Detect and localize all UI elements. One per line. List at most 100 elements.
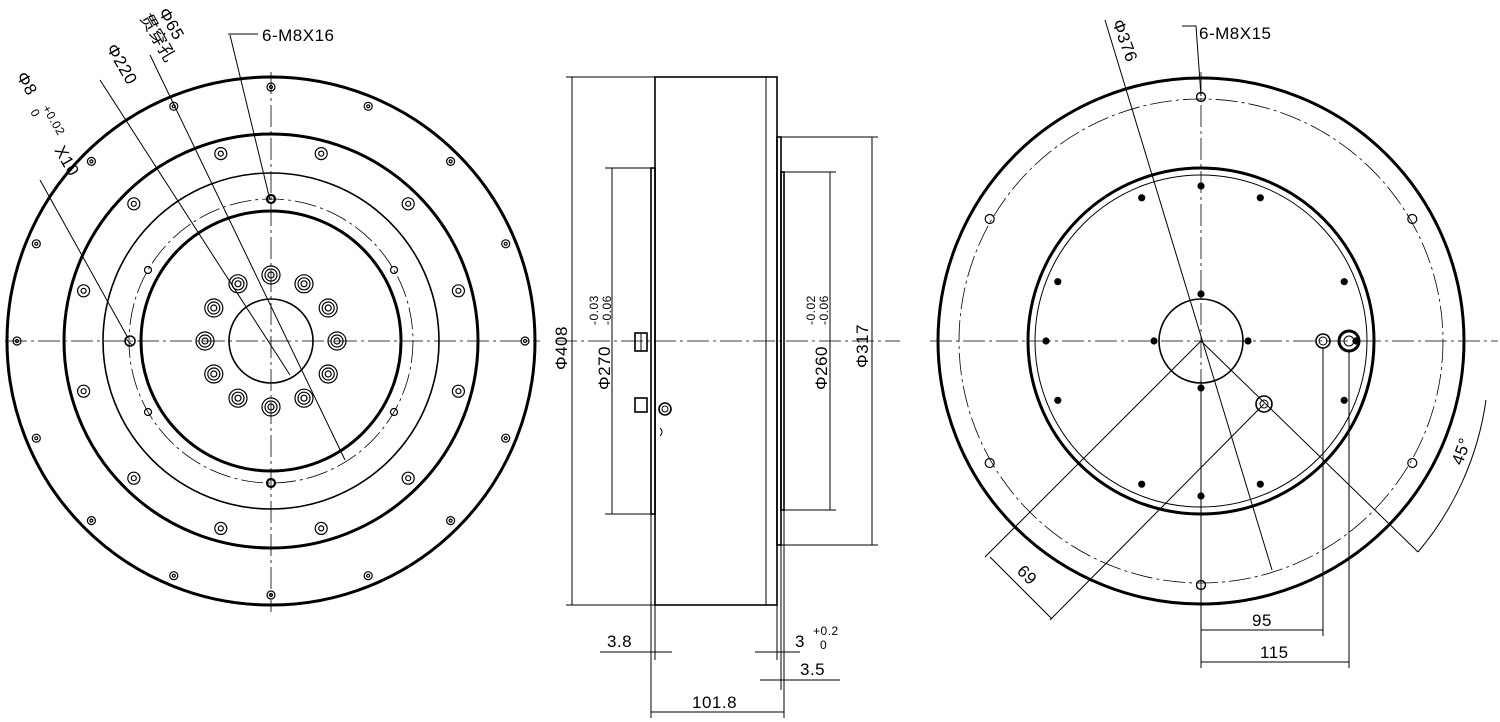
- hub-hole: [300, 280, 308, 288]
- rear-cover-screw: [1256, 194, 1264, 202]
- hub-hole: [195, 331, 215, 351]
- outer-flange-hole: [522, 338, 528, 344]
- hub-hole: [324, 304, 332, 312]
- outer-flange-circle: [5, 75, 537, 607]
- hub-hole: [318, 298, 338, 318]
- hub-hole: [267, 403, 275, 411]
- outer-flange-hole: [363, 571, 373, 581]
- hub-hole: [207, 301, 221, 315]
- housing-hole: [127, 471, 141, 485]
- housing-hole: [405, 475, 412, 482]
- outer-flange-hole: [89, 518, 94, 523]
- hub-hole: [330, 334, 344, 348]
- housing-hole: [127, 197, 141, 211]
- label-dia-376: Φ376: [1108, 17, 1141, 65]
- leader-dia-376: [1104, 19, 1273, 571]
- encoder-port-3-inner: [1259, 399, 1269, 409]
- dim-69-leader: [1049, 403, 1265, 621]
- inner-tapped-hole: [143, 265, 153, 275]
- hub-hole: [210, 370, 218, 378]
- label-thread-front: 6-M8X16: [262, 26, 334, 45]
- outer-flange-hole: [501, 433, 511, 443]
- housing-hole: [214, 521, 228, 536]
- hub-hole: [318, 364, 338, 384]
- outer-flange-hole: [89, 159, 94, 164]
- center-screw: [1244, 337, 1252, 345]
- housing-hole: [318, 150, 325, 157]
- housing-hole: [217, 525, 224, 532]
- housing-hole: [130, 475, 137, 482]
- rear-cover-screw: [1054, 278, 1062, 286]
- outer-flange-hole: [363, 101, 373, 111]
- pin-hole: [124, 335, 136, 347]
- side-view: Φ408 Φ270 -0.03 -0.06 Φ260 -0.02 -0.06 Φ…: [552, 76, 900, 718]
- housing-hole: [314, 521, 328, 536]
- outer-flange-hole: [268, 592, 274, 598]
- inner-tapped-hole: [266, 194, 276, 204]
- label-dim-95: 95: [1252, 611, 1272, 630]
- encoder-port-2-inner: [1343, 335, 1355, 347]
- ground-screw-inner: [661, 405, 669, 413]
- label-dim-3: 3: [795, 632, 805, 651]
- encoder-port-3: [1255, 395, 1273, 413]
- angle-45-line: [1200, 340, 1419, 553]
- housing-hole: [451, 284, 465, 298]
- leader-thread-rear: [1182, 25, 1202, 97]
- outer-flange-hole: [169, 571, 179, 581]
- label-dim-3-tol-upper: +0.2: [813, 624, 839, 638]
- hub-hole: [204, 298, 224, 318]
- housing-hole: [76, 284, 91, 298]
- outer-flange-hole: [520, 336, 530, 346]
- hub-hole: [264, 400, 278, 414]
- hub-hole: [234, 394, 242, 402]
- label-dim-101-8: 101.8: [692, 693, 737, 712]
- center-through-hole: [228, 298, 314, 384]
- rear-cover-screw: [1340, 396, 1348, 404]
- outer-flange-hole: [86, 156, 97, 166]
- rear-outer-hole: [984, 457, 995, 469]
- rear-cover-screw: [1042, 337, 1050, 345]
- hub-hole: [204, 364, 224, 384]
- hub-hole: [207, 367, 221, 381]
- inner-tapped-hole: [389, 407, 399, 417]
- hub-hole: [201, 337, 209, 345]
- cable-gland-2: [634, 397, 648, 413]
- housing-hole: [455, 287, 462, 294]
- hub-hole: [198, 334, 212, 348]
- outer-flange-hole: [14, 338, 20, 344]
- housing-circle: [62, 132, 480, 550]
- hub-hole: [294, 274, 314, 294]
- housing-hole: [455, 388, 462, 395]
- outer-flange-hole: [503, 436, 508, 441]
- outer-flange-hole: [366, 104, 371, 109]
- rear-cover-screw: [1197, 182, 1205, 190]
- inner-tapped-hole: [265, 477, 277, 489]
- hub-hole: [210, 304, 218, 312]
- rear-cover-screw: [1340, 278, 1348, 286]
- rotor-flange-circle: [139, 209, 403, 473]
- front-view: Φ65 贯穿孔 Φ220 Φ8 +0.02 0 X10 6-M8X16: [5, 5, 540, 612]
- label-angle-45: 45°: [1448, 435, 1475, 467]
- label-dia-220: Φ220: [103, 41, 141, 89]
- housing-hole: [217, 150, 224, 157]
- angle-45-arc: [1417, 399, 1487, 553]
- outer-flange-hole: [448, 518, 453, 523]
- inner-holes: [143, 193, 399, 489]
- ground-screw: [658, 402, 672, 416]
- outer-flange-hole: [366, 573, 371, 578]
- housing-hole: [80, 388, 87, 395]
- label-dia-260: Φ260: [812, 346, 831, 390]
- hub-holes: [195, 265, 347, 417]
- hub-hole: [261, 265, 281, 285]
- label-dia-408: Φ408: [552, 326, 571, 370]
- bolt-pitch-circle: [128, 198, 414, 484]
- outer-flange-hole: [503, 241, 508, 246]
- housing-hole: [401, 197, 415, 211]
- housing-hole: [314, 147, 328, 161]
- leader-thread-front: [229, 34, 271, 201]
- front-boss: [650, 167, 656, 515]
- hub-hole: [333, 337, 341, 345]
- outer-flange-hole: [501, 239, 511, 249]
- hub-hole: [300, 394, 308, 402]
